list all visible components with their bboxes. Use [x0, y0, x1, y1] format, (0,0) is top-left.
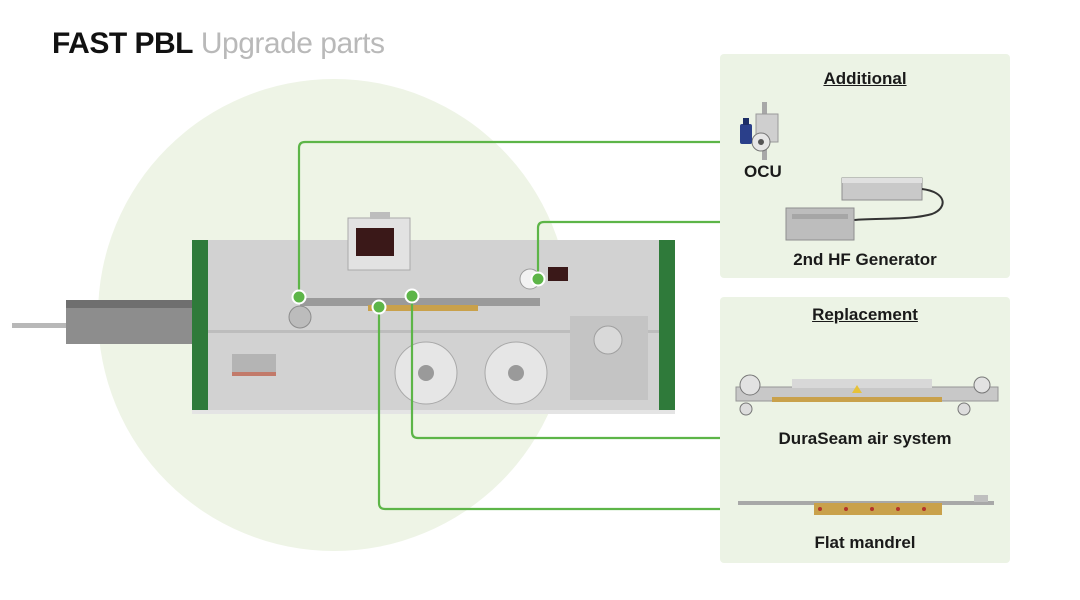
paper-reel-left-hub	[418, 365, 434, 381]
machine-illustration	[12, 212, 675, 414]
guide-roller	[288, 305, 312, 329]
control-screen	[356, 228, 394, 256]
panel-additional-heading: Additional	[823, 69, 907, 88]
connector-markers	[291, 271, 546, 315]
panel-replacement-heading: Replacement	[812, 305, 918, 324]
connector-hf-generator	[536, 220, 722, 279]
control-panel-handle	[370, 212, 390, 219]
mandrel-segment	[368, 305, 478, 311]
item-ocu-label: OCU	[744, 162, 782, 181]
machine-frame-left	[192, 240, 208, 410]
terminal-strip	[232, 372, 276, 376]
item-hf-generator-label: 2nd HF Generator	[793, 250, 937, 269]
connector-ocu	[297, 140, 722, 297]
tube-path	[300, 298, 540, 306]
panel-additional: Additional OCU 2nd HF Generator	[720, 54, 1010, 278]
hf-generator-image	[785, 177, 944, 241]
outfeed-rod	[12, 323, 72, 328]
duraseam-image	[735, 374, 999, 416]
floor-shadow	[192, 410, 675, 414]
outfeed-conveyor-top	[66, 300, 208, 308]
title-subtitle: Upgrade parts	[200, 27, 385, 60]
page-title: FAST PBL Upgrade parts	[52, 24, 385, 64]
machine-frame-right	[659, 240, 675, 410]
paper-reel-right-hub	[508, 365, 524, 381]
marker-ocu	[291, 289, 307, 305]
item-duraseam-label: DuraSeam air system	[778, 429, 952, 448]
item-flat-mandrel-label: Flat mandrel	[814, 533, 916, 552]
feed-module-roller	[593, 325, 623, 355]
secondary-display	[548, 267, 568, 281]
marker-duraseam	[404, 288, 420, 304]
panel-replacement: Replacement DuraSeam air system Flat man…	[720, 297, 1010, 563]
marker-flat-mandrel	[371, 299, 387, 315]
machine-seam	[208, 330, 659, 333]
terminal-block	[232, 354, 276, 374]
flat-mandrel-image	[738, 495, 994, 515]
marker-hf-generator	[530, 271, 546, 287]
title-product: FAST PBL	[52, 27, 194, 60]
connector-flat-mandrel	[377, 307, 722, 511]
ocu-image	[740, 102, 779, 160]
connector-lines	[297, 140, 722, 511]
connector-duraseam	[410, 296, 722, 440]
